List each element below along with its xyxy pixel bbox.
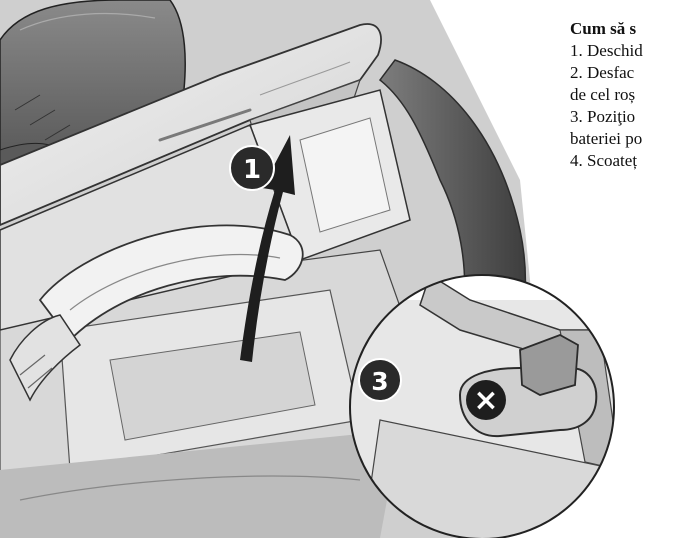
open-lid-arrow [240, 135, 295, 362]
instructions-text: Cum să s 1. Deschid 2. Desfac de cel roș… [570, 18, 676, 172]
instruction-line: 4. Scoateț [570, 151, 638, 170]
instruction-line: 2. Desfac [570, 63, 635, 82]
screw-x-mark: × [473, 383, 498, 418]
instruction-line: bateriei po [570, 129, 643, 148]
instruction-line: de cel roș [570, 85, 636, 104]
battery-compartment [0, 89, 411, 331]
instruction-line: 3. Poziţio [570, 107, 636, 126]
step-1-number: 1 [243, 155, 261, 185]
instruction-line: 1. Deschid [570, 41, 643, 60]
step-3-number: 3 [371, 367, 388, 396]
step-1-callout: 1 [229, 145, 275, 191]
instructions-title: Cum să s [570, 19, 637, 38]
battery-strap [9, 224, 304, 402]
step-3-callout: 3 [358, 358, 402, 402]
